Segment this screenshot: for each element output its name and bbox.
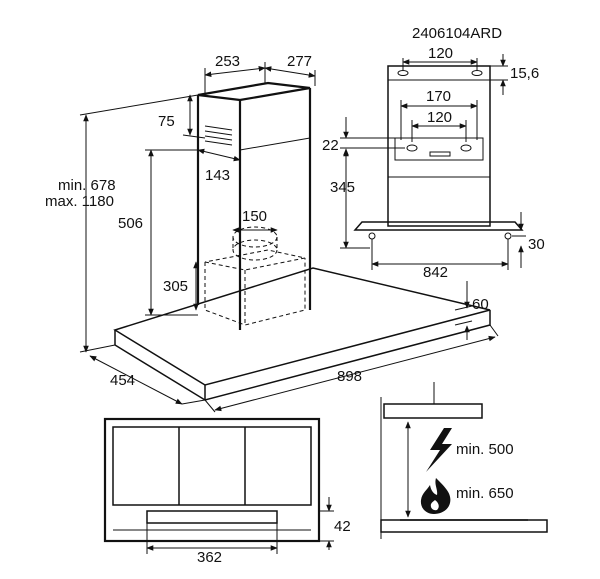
filter-panel-area [112, 426, 312, 506]
box-height-label: 305 [163, 278, 188, 295]
canopy-depth-label: 454 [110, 372, 135, 389]
dim-outlet-diameter: 150 [232, 208, 278, 233]
bracket-height-label: 345 [330, 179, 355, 196]
dim-bracket-hole-spacing: 120 [411, 109, 467, 142]
flame-icon [420, 478, 451, 514]
gas-clearance-label: min. 650 [456, 485, 514, 502]
lightning-icon [426, 428, 452, 472]
bracket-view: 2406104ARD 120 15,6 [322, 25, 545, 281]
duct-height-label: 506 [118, 215, 143, 232]
electric-clearance-label: min. 500 [456, 441, 514, 458]
hood-bottom-outline [103, 417, 321, 543]
vent-offset-label: 75 [158, 113, 175, 130]
clearance-view: min. 500 min. 650 [380, 382, 548, 539]
motor-box [204, 226, 306, 326]
dim-canopy-thickness: 60 [454, 281, 489, 340]
dim-bracket-height: 345 [330, 149, 370, 249]
light-strip [146, 510, 278, 524]
dim-box-height: 305 [163, 261, 199, 311]
duct-front-label: 143 [205, 167, 230, 184]
hob [380, 519, 548, 533]
dim-hood-hole-offset: 30 [512, 212, 545, 268]
canopy-width-label: 898 [337, 368, 362, 385]
total-height-max-label: max. 1180 [45, 193, 114, 210]
hood-hole-offset-label: 30 [528, 236, 545, 253]
dim-top-offset: 15,6 [490, 54, 539, 95]
bracket-hole-spacing-label: 120 [427, 109, 452, 126]
model-code: 2406104ARD [412, 25, 502, 42]
dim-vent-offset: 75 [158, 94, 206, 139]
canopy-thickness-label: 60 [472, 296, 489, 313]
wall-bracket-plate [387, 65, 491, 227]
duct-width-label: 277 [287, 53, 312, 70]
dim-filter-depth: 42 [319, 497, 351, 550]
vent-slots [204, 125, 233, 146]
dim-filter-width: 362 [146, 523, 278, 566]
dim-canopy-width: 898 [204, 324, 499, 413]
bracket-offset-label: 22 [322, 137, 339, 154]
bracket-width-label: 170 [426, 88, 451, 105]
outlet-diameter-label: 150 [242, 208, 267, 225]
dim-bracket-width: 170 [400, 88, 478, 140]
dim-duct-front: 143 [197, 148, 241, 184]
bottom-view: 362 42 [103, 417, 351, 566]
hood-side [383, 403, 483, 419]
main-view: 253 277 75 143 min. 678 max. 1180 [45, 53, 499, 413]
hood-hole-spacing-label: 842 [423, 264, 448, 281]
chimney-duct [196, 81, 312, 330]
dim-top-hole-spacing: 120 [402, 45, 478, 70]
total-height-min-label: min. 678 [58, 177, 116, 194]
dim-total-height: min. 678 max. 1180 [45, 94, 199, 353]
top-hole-spacing-label: 120 [428, 45, 453, 62]
dim-bracket-offset: 22 [322, 117, 405, 168]
dim-duct-depth: 253 [204, 53, 266, 93]
filter-depth-label: 42 [334, 518, 351, 535]
top-offset-label: 15,6 [510, 65, 539, 82]
dim-duct-width: 277 [264, 53, 316, 86]
filter-width-label: 362 [197, 549, 222, 566]
dim-hood-hole-spacing: 842 [371, 239, 509, 281]
dim-canopy-depth: 454 [89, 355, 206, 405]
dim-duct-height: 506 [118, 149, 198, 316]
duct-depth-label: 253 [215, 53, 240, 70]
